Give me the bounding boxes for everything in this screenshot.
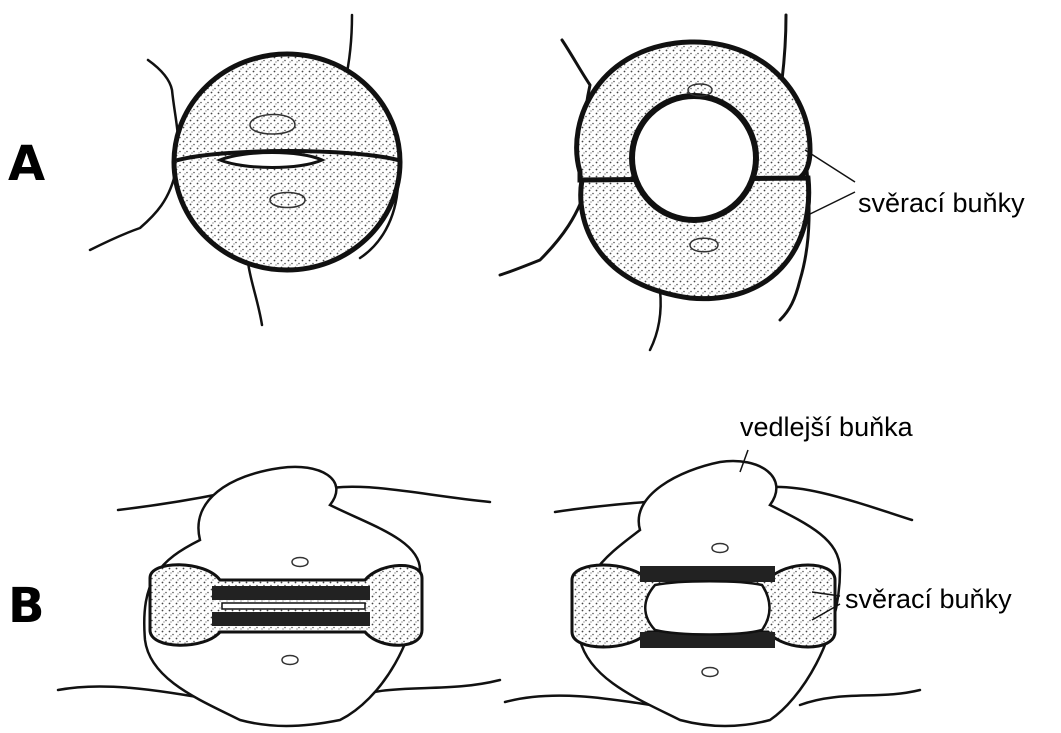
callout-leader xyxy=(805,150,855,182)
stoma-a-closed xyxy=(90,15,400,325)
stoma-a-open xyxy=(500,15,855,350)
stomatal-pore xyxy=(632,96,756,220)
stoma-b-closed xyxy=(58,467,500,726)
epidermal-wall-line xyxy=(90,60,178,250)
panel-label-b: B xyxy=(8,578,45,634)
epidermal-wall-line xyxy=(800,690,920,705)
stomatal-pore xyxy=(220,153,322,168)
stomatal-pore xyxy=(222,603,365,609)
guard-cell-thickened-wall xyxy=(212,612,370,626)
guard-cell-thickened-wall xyxy=(640,566,775,582)
label-guard-cells-a: svěrací buňky xyxy=(858,188,1025,218)
epidermal-wall-line xyxy=(650,290,661,350)
panel-label-a: A xyxy=(8,136,45,192)
guard-cell-thickened-wall xyxy=(212,586,370,600)
callout-leader xyxy=(808,192,855,215)
label-guard-cells-b: svěrací buňky xyxy=(845,584,1012,614)
epidermal-wall-line xyxy=(248,262,262,325)
label-subsidiary-cell: vedlejší buňka xyxy=(740,412,914,442)
epidermal-wall-line xyxy=(320,487,490,502)
stomatal-pore xyxy=(645,581,769,634)
